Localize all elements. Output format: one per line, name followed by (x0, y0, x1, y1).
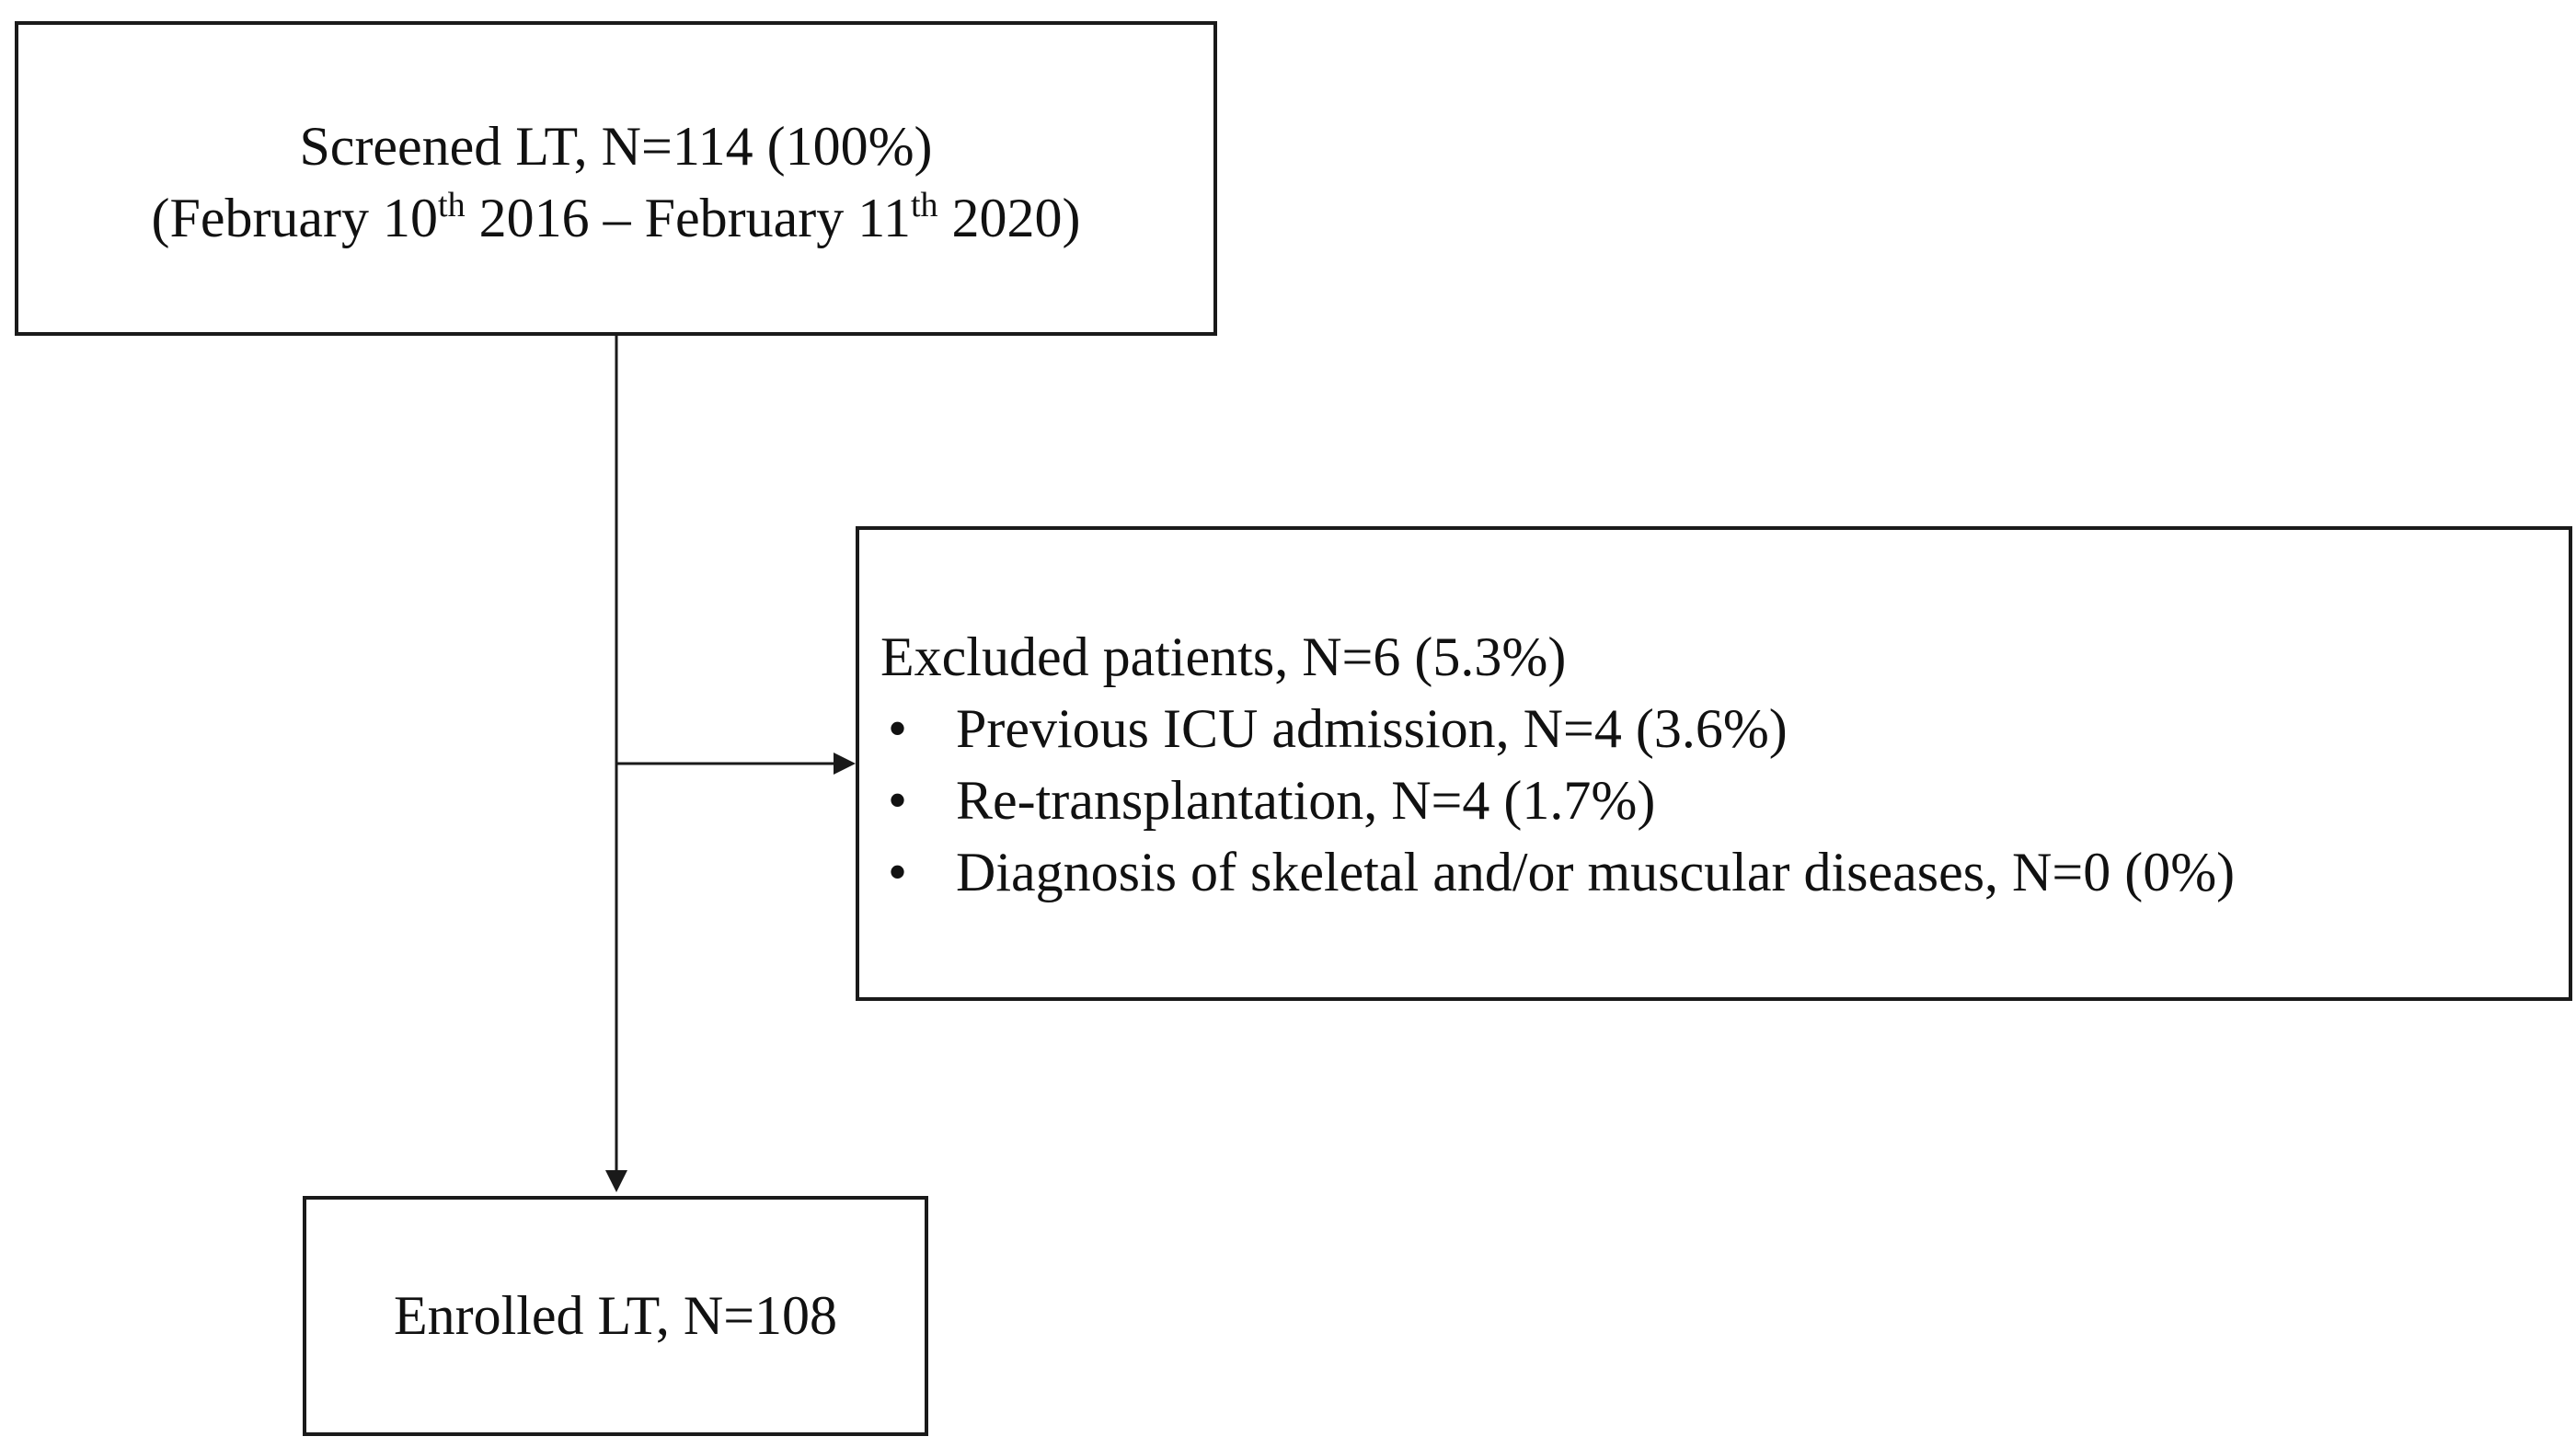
date-range-open: (February 10 (151, 188, 439, 248)
date-range-close: 2020) (937, 188, 1081, 248)
screened-box: Screened LT, N=114 (100%) (February 10th… (15, 21, 1217, 336)
exclusion-reason-text: Previous ICU admission, N=4 (3.6%) (956, 698, 1788, 759)
excluded-box: Excluded patients, N=6 (5.3%) • Previous … (856, 526, 2572, 1001)
exclusion-reason-item: • Diagnosis of skeletal and/or muscular d… (880, 836, 2569, 908)
right-arrowhead (834, 753, 856, 775)
excluded-title: Excluded patients, N=6 (5.3%) (880, 626, 1567, 687)
exclusion-reason-item: • Previous ICU admission, N=4 (3.6%) (880, 693, 2569, 764)
date-end-ordinal: th (910, 186, 938, 224)
screened-count: Screened LT, N=114 (100%) (299, 116, 933, 177)
bullet-icon: • (888, 770, 908, 831)
exclusion-reason-text: Diagnosis of skeletal and/or muscular di… (956, 842, 2236, 902)
enrolled-count: Enrolled LT, N=108 (393, 1285, 838, 1346)
date-start-ordinal: th (438, 186, 466, 224)
exclusion-reason-text: Re-transplantation, N=4 (1.7%) (956, 770, 1656, 831)
bullet-icon: • (888, 698, 908, 759)
down-arrowhead (605, 1170, 627, 1192)
bullet-icon: • (888, 842, 908, 902)
screened-date-range: (February 10th 2016 – February 11th 2020… (151, 182, 1080, 254)
enrolled-box: Enrolled LT, N=108 (303, 1196, 928, 1436)
date-range-mid: 2016 – February 11 (465, 188, 911, 248)
exclusion-reasons-list: • Previous ICU admission, N=4 (3.6%) • Re-… (880, 693, 2569, 908)
exclusion-reason-item: • Re-transplantation, N=4 (1.7%) (880, 764, 2569, 836)
